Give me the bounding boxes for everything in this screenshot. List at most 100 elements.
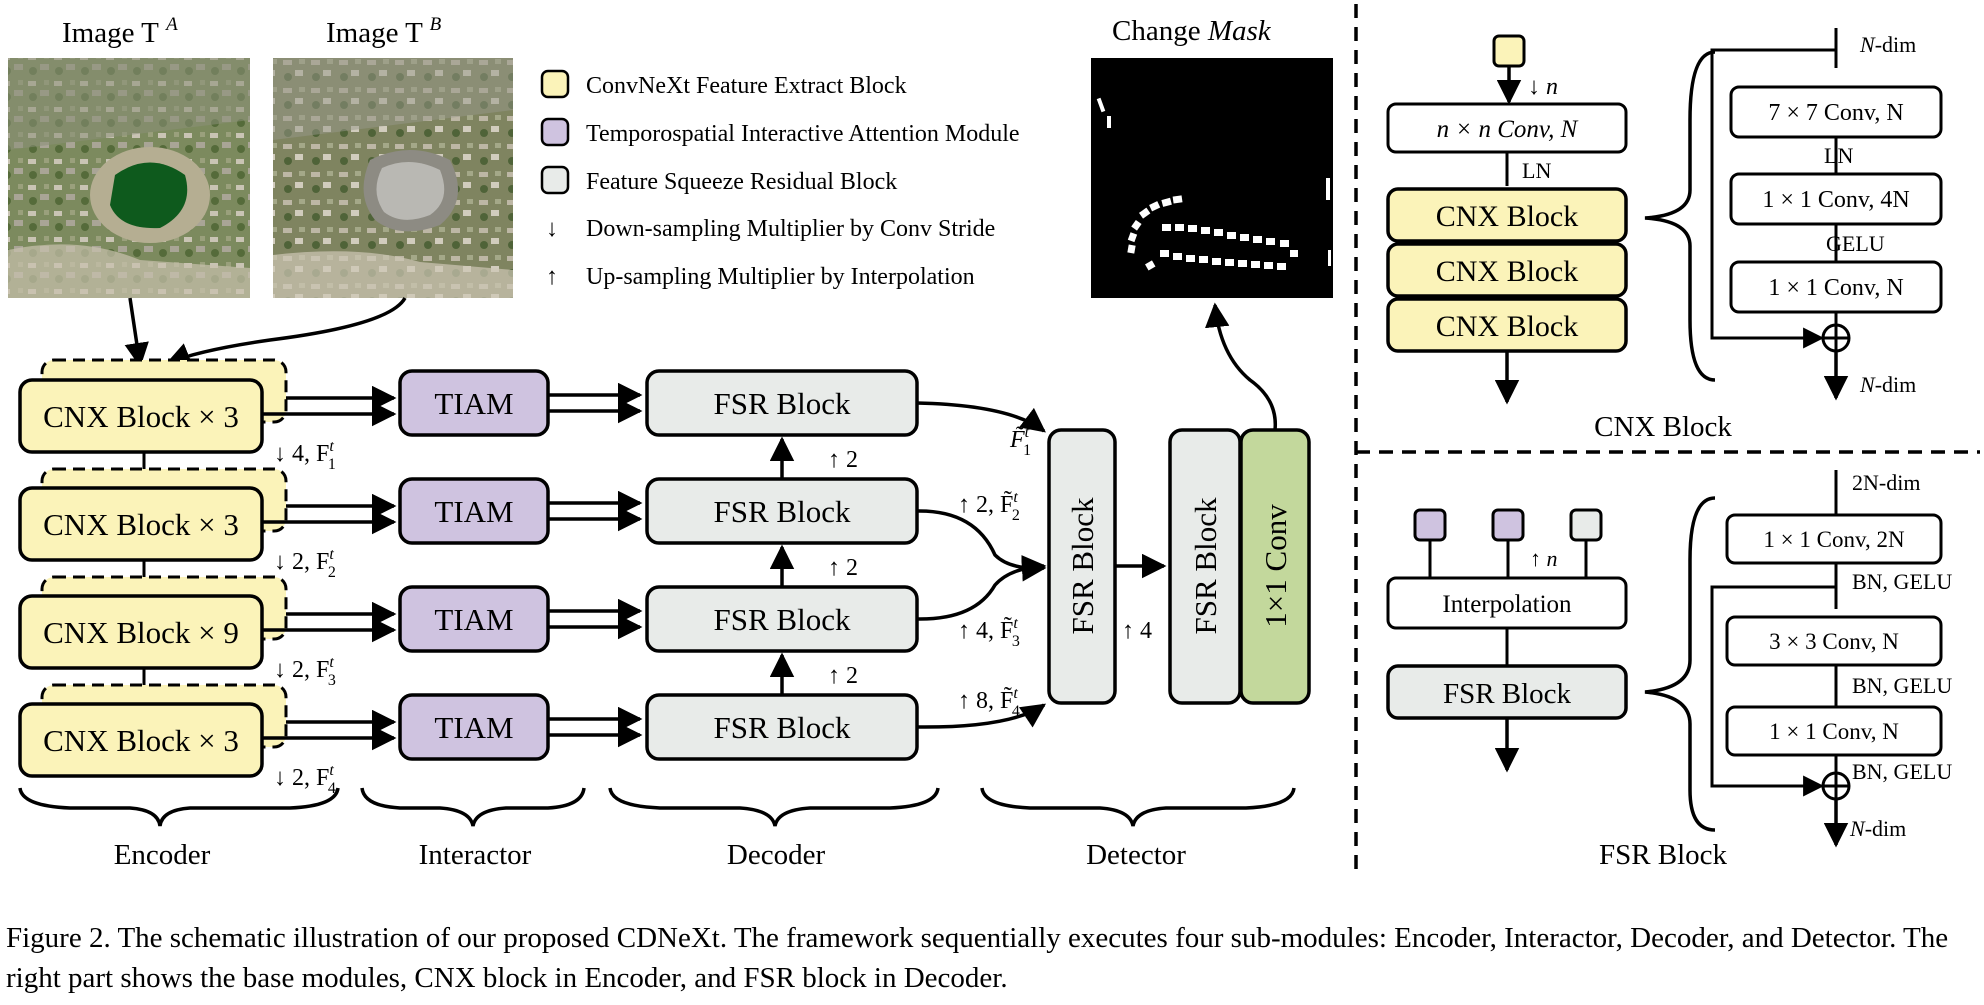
tiam-block-1 (398, 369, 550, 437)
legend-fsr-label: Feature Squeeze Residual Block (586, 169, 897, 195)
section-braces (18, 787, 1296, 827)
encoder-block-1 (18, 378, 264, 454)
encoder-block-3-label: CNX Block × 9 (43, 615, 239, 650)
image-a-title: Image T A (62, 14, 178, 49)
legend-tiam-label: Temporospatial Interactive Attention Mod… (586, 121, 1020, 147)
cnx-block-b-label: CNX Block (1436, 255, 1579, 288)
tiam-decoder-arrows (548, 382, 643, 748)
fsr-conv1b-label: 1 × 1 Conv, N (1769, 719, 1899, 744)
detector-fsr-2-label: FSR Block (1188, 497, 1223, 634)
cnx-in-dim: N-dim (1859, 32, 1916, 57)
up-arrow-icon: ↑ (546, 264, 558, 290)
fsr-conv3-label: 3 × 3 Conv, N (1769, 629, 1899, 654)
cnx-conv-nxn-label: n × n Conv, N (1437, 116, 1579, 143)
fsr-in-dim: 2N-dim (1852, 470, 1920, 495)
legend-up-label: Up-sampling Multiplier by Interpolation (586, 264, 975, 290)
fsr-block-label: FSR Block (1443, 678, 1572, 710)
encoder-block-3 (18, 594, 264, 670)
section-interactor: Interactor (419, 839, 532, 871)
decoder-up-2: ↑ 2 (828, 555, 858, 581)
legend-down-label: Down-sampling Multiplier by Conv Stride (586, 216, 995, 242)
encoder-block-2 (18, 486, 264, 562)
cnx-block-c-label: CNX Block (1436, 310, 1579, 343)
image-a-arrow (124, 297, 149, 368)
section-decoder: Decoder (727, 839, 826, 871)
cnx-ln2-label: LN (1824, 143, 1853, 168)
tiam-block-1-label: TIAM (434, 386, 513, 421)
detector-conv-label: 1×1 Conv (1258, 504, 1293, 628)
fsr-out-dim: N-dim (1849, 816, 1906, 841)
cnx-block-b (1386, 242, 1628, 298)
cnx-detail: ↓ n n × n Conv, N LN CNX Block CNX Block… (1386, 28, 1943, 443)
image-b-title: Image T B (326, 14, 442, 49)
tiam-block-3 (398, 585, 550, 653)
encoder: CNX Block × 3 CNX Block × 3 CNX Block × … (18, 358, 336, 797)
section-detector: Detector (1086, 839, 1186, 871)
legend-cnx-label: ConvNeXt Feature Extract Block (586, 73, 907, 99)
tiam-block-4-label: TIAM (434, 710, 513, 745)
tiam-block-2 (398, 477, 550, 545)
section-encoder: Encoder (114, 839, 211, 871)
interactor: TIAM TIAM TIAM TIAM (398, 369, 550, 761)
fsr-conv1-label: 1 × 1 Conv, 2N (1763, 527, 1905, 552)
detector-up-label: ↑ 4 (1122, 618, 1152, 644)
decoder-block-1-label: FSR Block (714, 386, 851, 421)
decoder-up-3: ↑ 2 (828, 663, 858, 689)
cnx-ln-label: LN (1522, 158, 1551, 183)
decoder-detector-arrows (916, 401, 1047, 729)
cnx-conv7-label: 7 × 7 Conv, N (1768, 100, 1903, 126)
cnx-conv1a-label: 1 × 1 Conv, 4N (1762, 187, 1909, 213)
fsr-bn1-label: BN, GELU (1852, 569, 1952, 594)
tiam-block-3-label: TIAM (434, 602, 513, 637)
decoder-block-2-label: FSR Block (714, 494, 851, 529)
legend-swatch-tiam (540, 117, 570, 147)
fsr-conv1 (1725, 513, 1943, 565)
decoder-block-4-label: FSR Block (714, 710, 851, 745)
image-b (273, 58, 513, 298)
encoder-block-4 (18, 702, 264, 778)
cnx-down-label: ↓ n (1528, 74, 1558, 100)
figure-caption: Figure 2. The schematic illustration of … (6, 922, 1949, 994)
fsr-up-label: ↑ n (1530, 546, 1558, 571)
cnx-block-a (1386, 187, 1628, 243)
decoder-block-3-label: FSR Block (714, 602, 851, 637)
fsr-conv1b (1725, 705, 1943, 757)
legend-swatch-fsr (540, 165, 570, 195)
encoder-tiam-arrows (262, 385, 397, 751)
legend: ConvNeXt Feature Extract Block Temporosp… (540, 69, 1020, 290)
tiam-block-2-label: TIAM (434, 494, 513, 529)
encoder-block-1-label: CNX Block × 3 (43, 399, 239, 434)
cnx-out-dim: N-dim (1859, 372, 1916, 397)
fsr-interp-label: Interpolation (1442, 591, 1572, 618)
fsr-bn3-label: BN, GELU (1852, 759, 1952, 784)
image-b-arrow (165, 297, 407, 367)
fsr-bn2-label: BN, GELU (1852, 673, 1952, 698)
fsr-detail-title: FSR Block (1599, 839, 1728, 871)
image-a (8, 58, 250, 298)
cnx-gelu-label: GELU (1826, 231, 1885, 256)
encoder-block-2-label: CNX Block × 3 (43, 507, 239, 542)
detector-fsr-1-label: FSR Block (1065, 497, 1100, 634)
tiam-block-4 (398, 693, 550, 761)
cnx-detail-title: CNX Block (1594, 411, 1732, 443)
fsr-conv3 (1725, 615, 1943, 667)
decoder: FSR Block FSR Block FSR Block FSR Block … (645, 369, 919, 761)
fsr-detail: ↑ n Interpolation FSR Block 2N-dim 1 × 1… (1386, 470, 1952, 871)
mask-title: Change Mask (1112, 15, 1272, 47)
encoder-block-4-label: CNX Block × 3 (43, 723, 239, 758)
decoder-up-1: ↑ 2 (828, 447, 858, 473)
cnx-block-a-label: CNX Block (1436, 200, 1579, 233)
change-mask-image (1091, 58, 1333, 298)
cnx-conv1b-label: 1 × 1 Conv, N (1768, 275, 1903, 301)
detector: FSR Block ↑ 4 FSR Block 1×1 Conv (1047, 302, 1311, 705)
legend-swatch-cnx (540, 69, 570, 99)
